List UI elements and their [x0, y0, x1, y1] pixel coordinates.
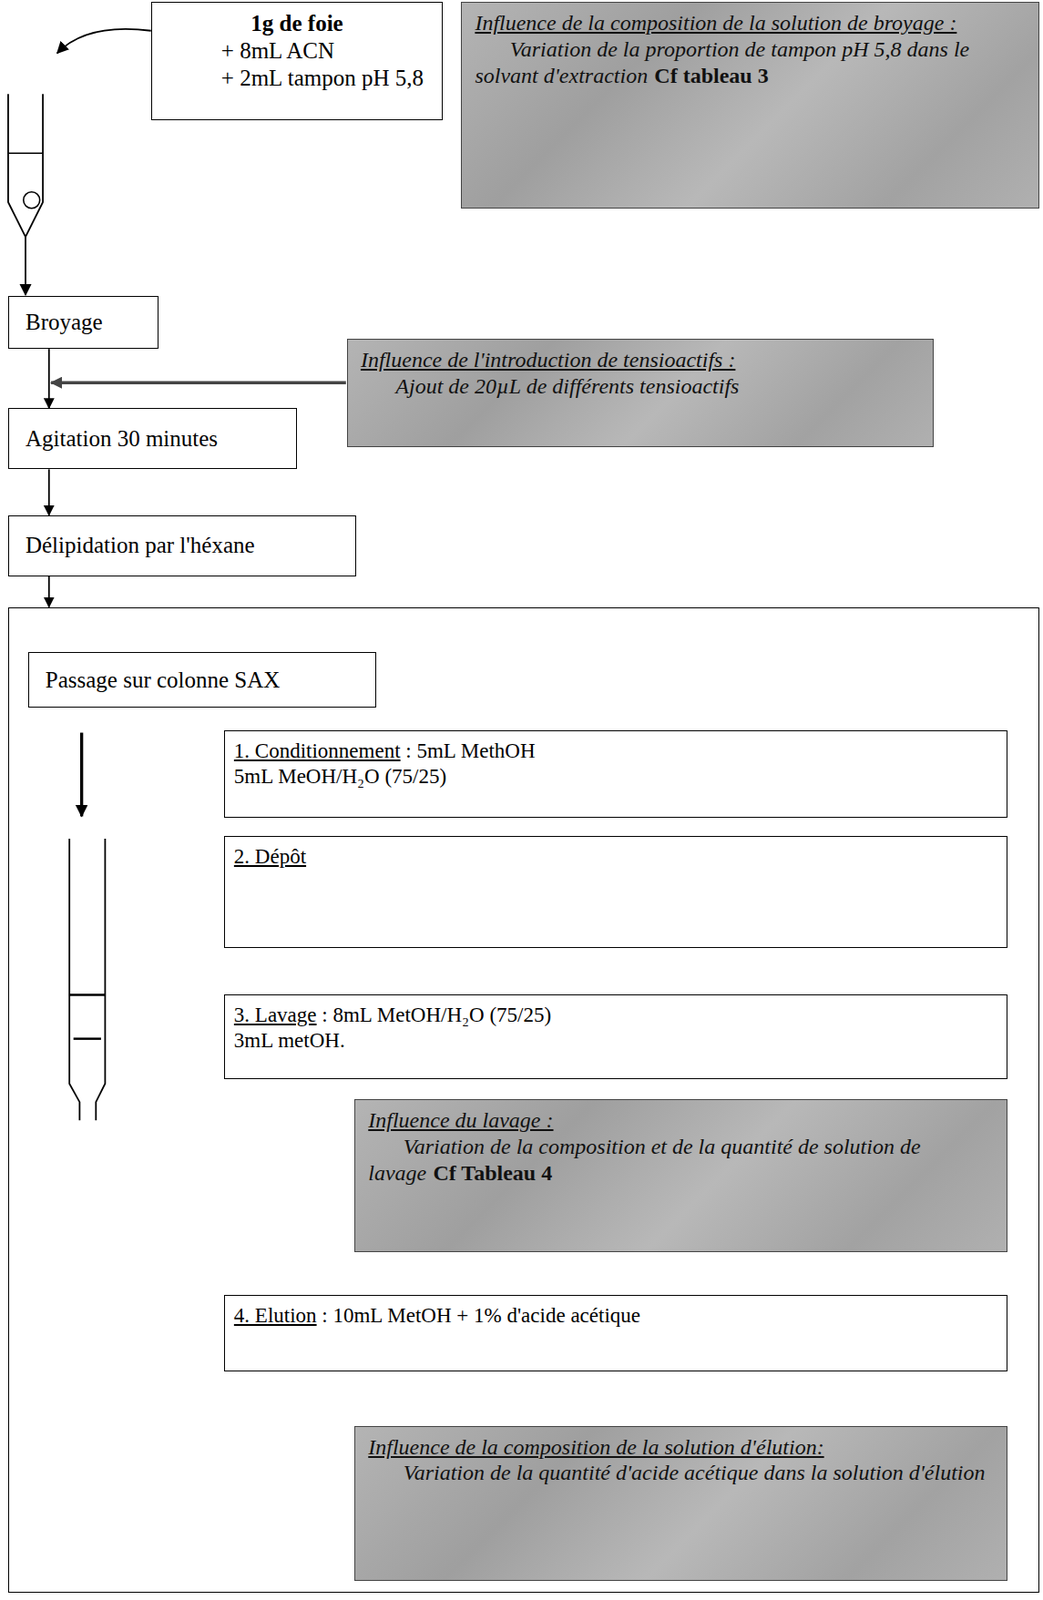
column-frit — [69, 993, 105, 996]
process-box: Passage sur colonne SAX — [28, 652, 377, 707]
flow-arrow — [48, 576, 51, 608]
box-text: 1g de foie — [164, 10, 430, 38]
box-text: 3. Lavage — [234, 1003, 317, 1027]
box-text: Influence du lavage : — [368, 1107, 994, 1135]
process-box: 1g de foie+ 8mL ACN+ 2mL tampon pH 5,8 — [151, 1, 443, 121]
sax-column — [69, 838, 80, 1121]
box-text: 5mL MeOH/H₂O (75/25) — [234, 764, 998, 791]
box-text: : 8mL MetOH/H₂O (75/25) — [321, 1003, 552, 1027]
box-text: Cf Tableau 4 — [432, 1161, 553, 1186]
box-text: 1. Conditionnement — [234, 739, 401, 763]
box-text: Variation de la quantité d'acide acétiqu… — [403, 1461, 986, 1485]
group-box: Passage sur colonne SAX 1. Conditionnemen… — [8, 607, 1040, 1594]
box-text: Agitation 30 minutes — [25, 425, 280, 453]
process-box: Délipidation par l'héxane — [8, 515, 357, 577]
box-text: Influence de la composition de la soluti… — [474, 10, 1025, 37]
box-text: Cf tableau 3 — [654, 63, 768, 88]
box-text: 4. Elution — [234, 1304, 317, 1328]
test-tube — [8, 93, 43, 237]
process-box: 2. Dépôt — [224, 836, 1008, 949]
flow-arrow — [80, 733, 83, 818]
box-text: + 8mL ACN — [221, 37, 430, 65]
process-box: 4. Elution: 10mL MetOH + 1% d'acide acét… — [224, 1295, 1008, 1372]
note-box: Influence du lavage :Variation de la com… — [354, 1099, 1008, 1253]
box-text: Influence de la composition de la soluti… — [368, 1434, 994, 1462]
process-box: Agitation 30 minutes — [8, 408, 297, 470]
box-text: Passage sur colonne SAX — [45, 666, 359, 695]
box-text: : 10mL MetOH + 1% d'acide acétique — [321, 1304, 641, 1328]
process-box: 3. Lavage: 8mL MetOH/H₂O (75/25)3mL metO… — [224, 994, 1008, 1080]
curved-arrow — [57, 29, 152, 54]
note-box: Influence de la composition de la soluti… — [460, 1, 1039, 208]
box-text: 2. Dépôt — [234, 845, 307, 869]
process-box: Broyage — [8, 296, 159, 349]
box-text: Ajout de 20µL de différents tensioactifs — [395, 374, 739, 399]
process-box: 1. Conditionnement: 5mL MethOH5mL MeOH/H… — [224, 730, 1008, 819]
box-text: Broyage — [25, 308, 142, 337]
flow-arrow — [48, 348, 51, 409]
box-text: + 2mL tampon pH 5,8 — [221, 64, 430, 93]
box-text: 3mL metOH. — [234, 1028, 998, 1055]
box-text: : 5mL MethOH — [405, 739, 535, 763]
sax-column — [95, 838, 105, 1121]
insert-arrow — [51, 381, 347, 385]
flow-arrow — [48, 469, 51, 515]
note-box: Influence de la composition de la soluti… — [354, 1426, 1008, 1582]
sample-piece — [23, 192, 41, 209]
box-text: Délipidation par l'héxane — [25, 531, 339, 560]
note-box: Influence de l'introduction de tensioact… — [347, 338, 934, 448]
flow-arrow — [24, 236, 27, 296]
box-text: Influence de l'introduction de tensioact… — [360, 347, 921, 374]
column-frit — [73, 1037, 102, 1040]
liquid-level — [8, 152, 43, 154]
